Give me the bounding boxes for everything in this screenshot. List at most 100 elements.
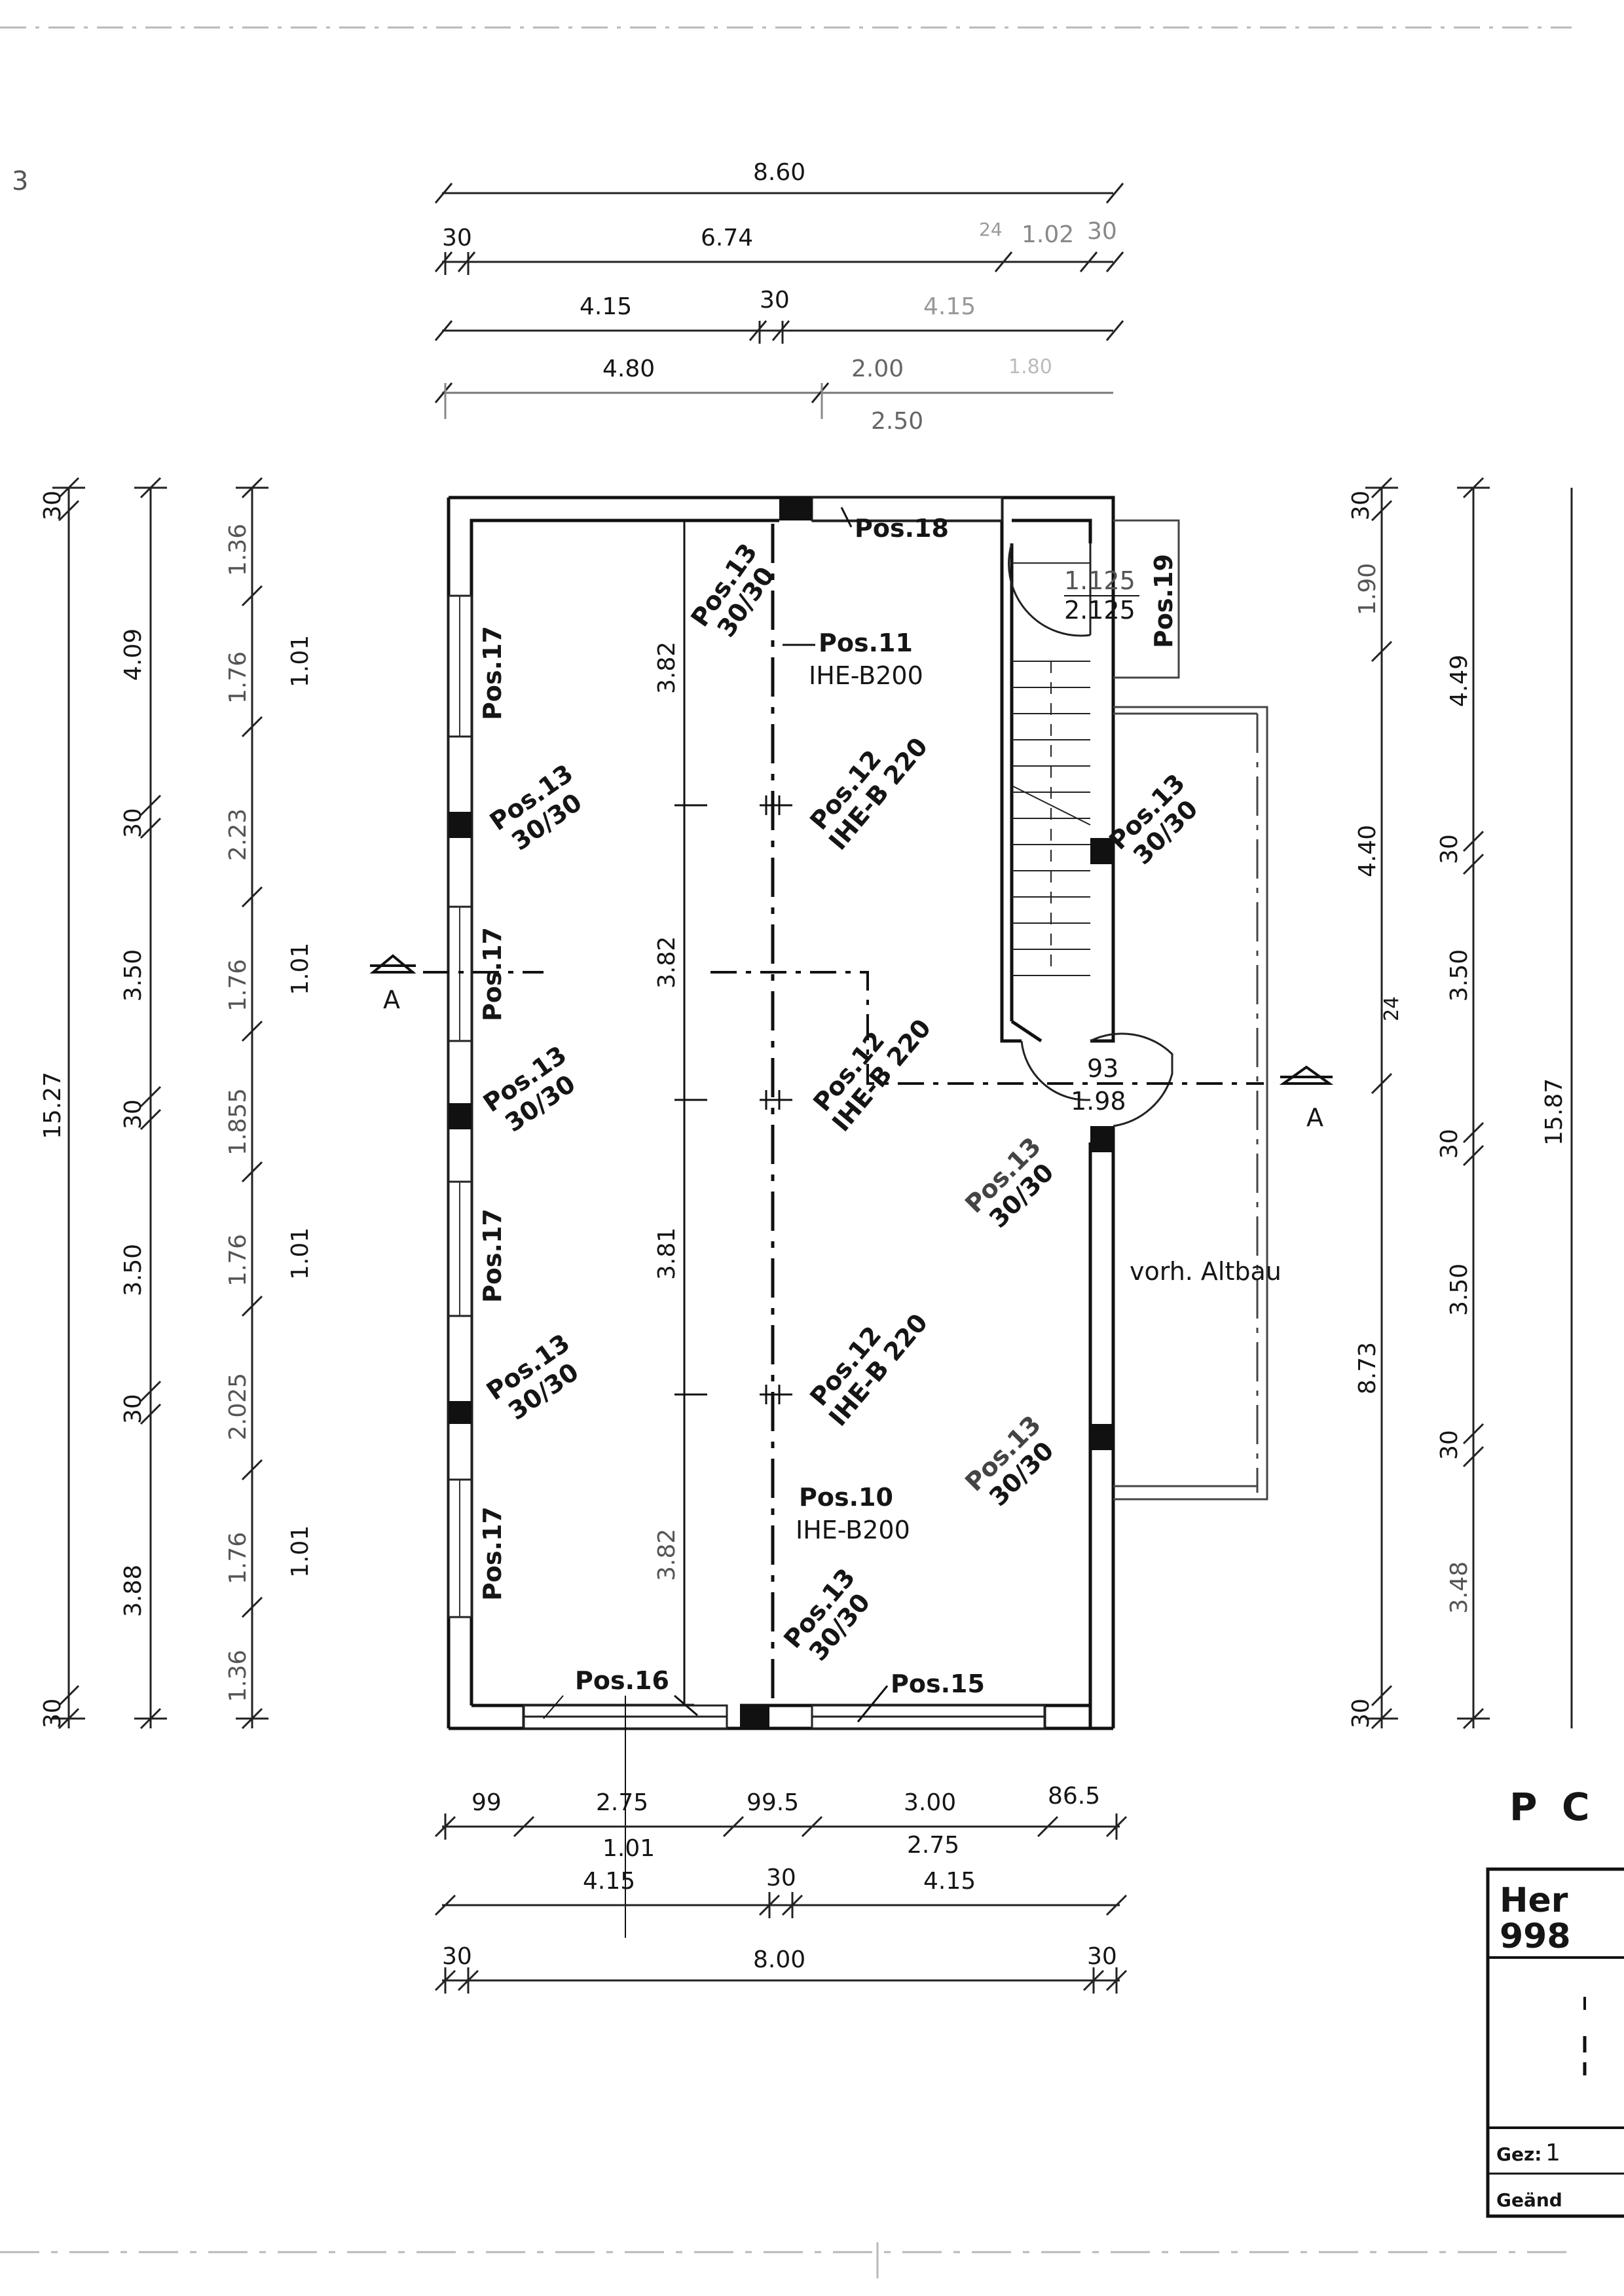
label-pos11-profile: IHE-B200 xyxy=(809,661,923,690)
dim-left2-c: 3.50 xyxy=(120,949,147,1002)
dim-bottom-r2-b: 30 xyxy=(766,1865,796,1891)
dim-left3-i: 1.36 xyxy=(225,1650,251,1702)
dim-right2-a: 4.49 xyxy=(1446,655,1473,707)
label-stair-a: 1.125 xyxy=(1064,566,1135,595)
label-pos17-d: Pos.17 xyxy=(478,1506,507,1601)
dim-bottom-r1-c: 99.5 xyxy=(747,1789,799,1816)
dim-top-r4-right: 1.80 xyxy=(1008,355,1052,378)
dim-top-r2-mid: 6.74 xyxy=(701,225,753,251)
label-pos19: Pos.19 xyxy=(1149,554,1178,648)
label-stair-b: 2.125 xyxy=(1064,596,1135,625)
title-letter-p: P xyxy=(1509,1785,1538,1829)
left-dimension-lines xyxy=(52,477,268,1730)
dim-left4-a: 1.01 xyxy=(287,635,314,687)
dim-bottom-r1-e: 86.5 xyxy=(1048,1783,1100,1810)
dim-right1-e: 30 xyxy=(1348,1698,1375,1728)
dim-top-r2-right-c: 30 xyxy=(1087,218,1117,245)
dim-interior-2: 3.82 xyxy=(654,936,680,989)
dim-top-r3-mid: 30 xyxy=(760,287,790,314)
dim-top-r2-left: 30 xyxy=(442,225,472,251)
top-dimension-lines xyxy=(434,183,1124,419)
dim-top-r4-mid: 2.00 xyxy=(851,355,904,382)
dim-top-r2-right-b: 1.02 xyxy=(1022,221,1074,248)
dim-left1-c: 30 xyxy=(39,1698,66,1728)
dim-top-r4-below: 2.50 xyxy=(871,408,923,435)
dim-bottom-r2-c: 4.15 xyxy=(923,1868,976,1895)
dim-left1-a: 30 xyxy=(39,490,66,520)
label-existing-building: vorh. Altbau xyxy=(1130,1257,1282,1286)
label-pos10-profile: IHE-B200 xyxy=(796,1516,910,1544)
columns-pos13 xyxy=(449,498,1113,1728)
dim-bottom-r3-a: 30 xyxy=(442,1943,472,1970)
label-door-height: 1.98 xyxy=(1071,1087,1126,1116)
right-dimension-lines xyxy=(1365,477,1573,1730)
dim-left3-g: 2.025 xyxy=(225,1373,251,1440)
dim-bottom-r3-c: 30 xyxy=(1087,1943,1117,1970)
label-pos11: Pos.11 xyxy=(819,629,913,657)
dim-left2-f: 30 xyxy=(120,1394,147,1424)
title-letter-c: C xyxy=(1562,1785,1590,1829)
dim-right3-a: 15.87 xyxy=(1541,1078,1568,1146)
dim-bottom-r3-b: 8.00 xyxy=(753,1946,805,1973)
label-pos16: Pos.16 xyxy=(575,1666,669,1695)
left-dimension-texts: 30 15.27 30 4.09 30 3.50 30 3.50 30 3.88… xyxy=(39,490,314,1728)
title-drawn-value: 1 xyxy=(1545,2140,1560,2166)
dim-left3-h: 1.76 xyxy=(225,1532,251,1584)
dim-left1-b: 15.27 xyxy=(39,1072,66,1139)
dim-left3-a: 1.36 xyxy=(225,524,251,576)
dim-left3-f: 1.76 xyxy=(225,1234,251,1286)
interior-axes xyxy=(373,520,1264,1705)
top-dimension-texts: 8.60 30 6.74 24 1.02 30 4.15 30 4.15 4.8… xyxy=(442,159,1117,435)
dim-left3-d: 1.76 xyxy=(225,959,251,1011)
dim-right2-b: 30 xyxy=(1436,834,1463,864)
bottom-windows xyxy=(523,1704,1046,1730)
dim-top-total: 8.60 xyxy=(753,159,805,186)
dim-right2-h: 3.48 xyxy=(1446,1561,1473,1614)
stair-treads xyxy=(1011,562,1091,976)
dim-left2-g: 3.88 xyxy=(120,1565,147,1617)
right-dimension-texts: 30 1.90 4.40 8.73 30 4.49 30 3.50 24 30 … xyxy=(1348,490,1568,1728)
label-door-width: 93 xyxy=(1087,1054,1118,1083)
label-pos17-a: Pos.17 xyxy=(478,626,507,720)
bottom-dimension-lines xyxy=(434,1813,1128,1994)
dim-right2-e: 30 xyxy=(1436,1129,1463,1159)
dim-top-r4-left: 4.80 xyxy=(602,355,655,382)
dim-left4-b: 1.01 xyxy=(287,943,314,995)
dim-right2-f: 3.50 xyxy=(1446,1264,1473,1316)
dim-right1-a: 30 xyxy=(1348,490,1375,520)
dim-right2-g: 30 xyxy=(1436,1430,1463,1460)
dim-top-r3-left: 4.15 xyxy=(580,293,632,320)
top-window xyxy=(811,496,1003,522)
label-pos17-b: Pos.17 xyxy=(478,927,507,1021)
dim-left2-e: 3.50 xyxy=(120,1244,147,1296)
dim-left4-c: 1.01 xyxy=(287,1228,314,1280)
section-markers xyxy=(369,954,1334,1085)
dim-left2-d: 30 xyxy=(120,1099,147,1129)
interior-dim-texts: 3.82 3.82 3.81 3.82 xyxy=(654,642,680,1581)
dim-left2-a: 4.09 xyxy=(120,629,147,681)
title-block: P C Her 998 Gez: 1 Geänd xyxy=(1486,1785,1624,2218)
dim-bottom-sub-a: 1.01 xyxy=(602,1835,655,1862)
stair-door-swing xyxy=(1008,543,1173,1127)
dim-bottom-r1-d: 3.00 xyxy=(904,1789,956,1816)
label-pos10: Pos.10 xyxy=(799,1483,893,1512)
dim-interior-1: 3.82 xyxy=(654,642,680,694)
section-label-left: A xyxy=(383,985,400,1014)
dim-right2-d: 24 xyxy=(1380,996,1403,1021)
margin-mark: 3 xyxy=(12,166,28,196)
title-drawn-label: Gez: xyxy=(1496,2143,1541,2165)
dim-bottom-r2-a: 4.15 xyxy=(583,1868,635,1895)
label-pos17-c: Pos.17 xyxy=(478,1209,507,1303)
dim-bottom-r1-b: 2.75 xyxy=(596,1789,648,1816)
dim-left3-c: 2.23 xyxy=(225,809,251,861)
dim-left4-d: 1.01 xyxy=(287,1525,314,1578)
dim-interior-4: 3.82 xyxy=(654,1529,680,1581)
dim-right1-b: 1.90 xyxy=(1354,563,1381,615)
dim-left3-b: 1.76 xyxy=(225,651,251,704)
title-owner-line1: Her xyxy=(1500,1881,1568,1920)
dim-left2-b: 30 xyxy=(120,808,147,838)
scan-edge-lines xyxy=(0,26,1572,2278)
dim-bottom-r1-a: 99 xyxy=(471,1789,502,1816)
dim-right1-d: 8.73 xyxy=(1354,1342,1381,1394)
